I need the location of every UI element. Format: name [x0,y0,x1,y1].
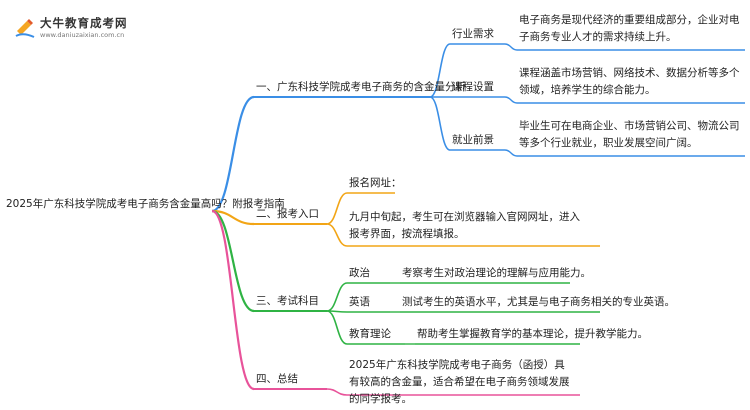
curriculum-desc: 课程涵盖市场营销、网络技术、数据分析等多个领域，培养学生的综合能力。 [519,67,740,96]
link-b4-summary [326,388,348,396]
subject-politics-desc: 考察考生对政治理论的理解与应用能力。 [402,267,591,279]
subject-education-theory-desc: 帮助考生掌握教育学的基本理论，提升教学能力。 [417,328,648,340]
subject-english-desc: 测试考生的英语水平，尤其是与电子商务相关的专业英语。 [402,296,675,308]
link-b2-steps [326,223,348,247]
link-b2-url [326,192,348,225]
industry-demand-desc: 电子商务是现代经济的重要组成部分，企业对电子商务专业人才的需求持续上升。 [519,14,740,43]
logo: 大牛教育成考网 www.daniuzaixian.com.cn [14,12,144,46]
link-root-branch-2 [211,209,255,226]
subject-english: 英语 [349,296,370,308]
topic-curriculum: 课程设置 [452,81,494,93]
link-root-branch-4 [211,209,255,391]
link-industry-desc [504,43,518,51]
subject-education-theory: 教育理论 [349,328,391,340]
logo-title: 大牛教育成考网 [40,16,128,30]
root-topic: 2025年广东科技学院成考电子商务含金量高吗？附报考指南 [6,198,285,210]
logo-url: www.daniuzaixian.com.cn [40,31,125,39]
branch-value-analysis: 一、广东科技学院成考电子商务的含金量分析 [256,81,466,93]
registration-url-label: 报名网址： [349,177,402,189]
link-employment-desc [504,149,518,157]
branch-registration: 二、报考入口 [256,208,319,220]
registration-steps: 九月中旬起，考生可在浏览器输入官网网址，进入报考界面，按流程填报。 [349,211,580,240]
link-b1-employment [429,96,451,151]
employment-desc: 毕业生可在电商企业、市场营销公司、物流公司等多个行业就业，职业发展空间广阔。 [519,120,740,149]
subject-politics: 政治 [349,267,370,279]
link-b3-edu [326,310,348,345]
link-curriculum-desc [504,96,518,104]
branch-summary: 四、总结 [256,373,298,385]
topic-industry-demand: 行业需求 [452,28,494,40]
branch-exam-subjects: 三、考试科目 [256,295,319,307]
topic-employment: 就业前景 [452,134,494,146]
summary-text: 2025年广东科技学院成考电子商务（函授）具有较高的含金量，适合希望在电子商务领… [349,359,570,405]
book-pencil-icon [15,19,35,38]
link-b3-politics [326,282,348,312]
link-root-branch-3 [211,209,255,313]
link-root-branch-1 [211,95,255,213]
link-b1-industry [429,43,451,98]
